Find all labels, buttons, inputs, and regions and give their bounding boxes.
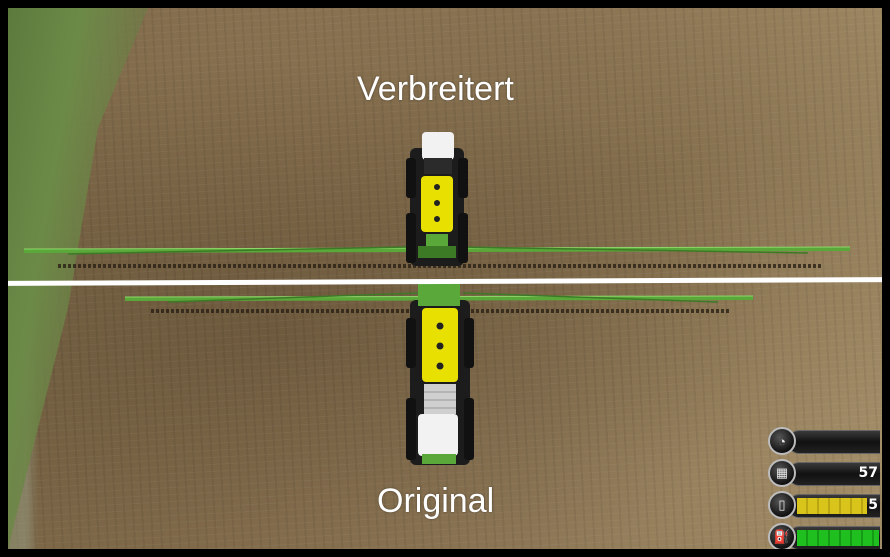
speedometer-icon: ◔ [768,427,796,455]
fill-counter-value: 57 [858,465,878,481]
fuel-level-bar [788,526,880,549]
fuel-level-fill [797,530,879,546]
hud-fill-counter: ▦ 57 [768,459,880,487]
fuel-icon: ⛽ [768,523,796,549]
sprayer-original [124,284,754,465]
tank-level-fill [797,498,867,514]
tank-level-value: 5 [868,497,878,513]
caption-original: Original [377,482,495,520]
hud-tank-level: ▯ 5 [768,491,880,519]
fill-counter-display: 57 [788,462,880,486]
tank-level-bar: 5 [788,494,880,518]
sprayer-scene [23,132,851,465]
sprayer-widened [23,132,851,266]
caption-widened: Verbreitert [357,70,514,108]
seed-level-icon: ▦ [768,459,796,487]
game-viewport: Verbreitert Original ◔ ▦ 57 ▯ 5 ⛽ [8,8,882,549]
hud-fuel-level: ⛽ [768,523,880,549]
hud-speed: ◔ [768,427,880,455]
hud-panel: ◔ ▦ 57 ▯ 5 ⛽ [768,427,880,549]
tank-level-icon: ▯ [768,491,796,519]
speed-display [788,430,880,454]
